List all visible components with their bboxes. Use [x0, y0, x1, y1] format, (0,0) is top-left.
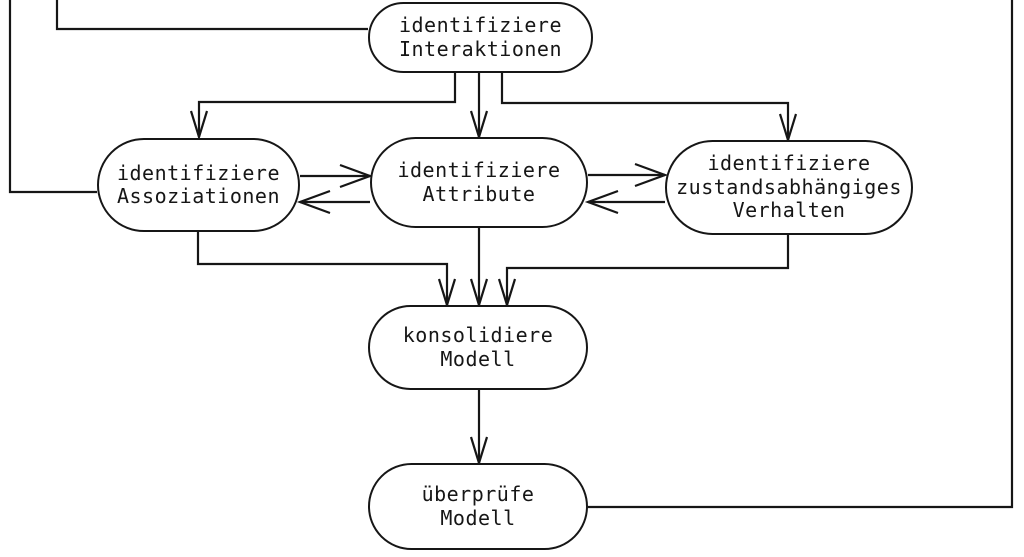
node-identifiziere-interaktionen: identifiziere Interaktionen: [368, 2, 593, 73]
edge-interaktionen-to-verhalten: [500, 73, 798, 144]
edge-assoziationen-to-konsolidiere: [196, 232, 457, 309]
node-label: konsolidiere Modell: [402, 323, 554, 371]
node-konsolidiere-modell: konsolidiere Modell: [368, 305, 588, 390]
node-label: überprüfe Modell: [421, 482, 535, 530]
node-label: identifiziere Assoziationen: [116, 160, 281, 208]
node-identifiziere-zustandsabhaengiges-verhalten: identifiziere zustandsabhängiges Verhalt…: [665, 140, 913, 235]
node-label: identifiziere Attribute: [397, 158, 561, 206]
edge-interaktionen-to-assoziationen: [189, 73, 457, 141]
node-identifiziere-attribute: identifiziere Attribute: [370, 137, 588, 228]
edge-verhalten-to-konsolidiere: [497, 235, 790, 309]
edge-interaktionen-to-attribute: [469, 73, 489, 141]
node-label: identifiziere Interaktionen: [398, 13, 563, 61]
edge-ueberpruefe-feedback: [588, 0, 1014, 509]
edge-attribute-to-assoziationen: [296, 189, 370, 215]
node-identifiziere-assoziationen: identifiziere Assoziationen: [97, 138, 300, 232]
edge-verhalten-to-attribute: [584, 189, 665, 215]
edge-attribute-to-verhalten: [588, 162, 669, 188]
edge-feedback-to-assoziationen: [8, 0, 97, 194]
edge-attribute-to-konsolidiere: [469, 228, 489, 309]
edge-konsolidiere-to-ueberpruefe: [469, 390, 489, 467]
edge-feedback-to-interaktionen: [55, 0, 368, 31]
node-ueberpruefe-modell: überprüfe Modell: [368, 463, 588, 550]
edge-assoziationen-to-attribute: [300, 163, 374, 189]
node-label: identifiziere zustandsabhängiges Verhalt…: [676, 151, 902, 223]
